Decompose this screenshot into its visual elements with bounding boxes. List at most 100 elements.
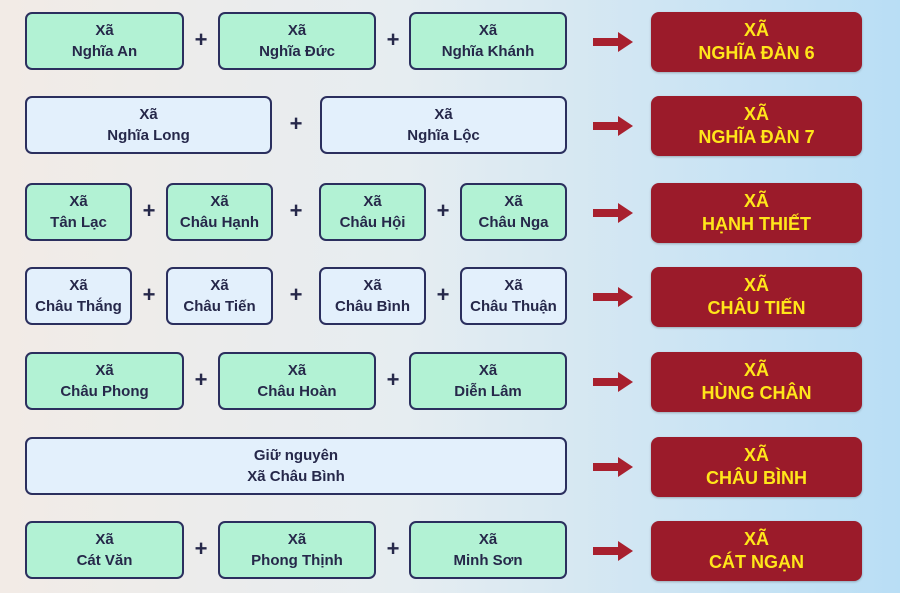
plus-icon: + bbox=[142, 198, 156, 223]
source-commune-box: Xã Châu Tiến bbox=[166, 267, 273, 325]
result-name: NGHĨA ĐÀN 7 bbox=[698, 127, 815, 147]
source-name: Nghĩa Đức bbox=[259, 43, 335, 60]
source-commune-box: Xã Châu Hạnh bbox=[166, 183, 273, 241]
source-name: Diễn Lâm bbox=[454, 383, 522, 400]
source-prefix: Xã bbox=[287, 22, 307, 39]
result-prefix: XÃ bbox=[743, 529, 769, 549]
source-commune-box: Giữ nguyên Xã Châu Bình bbox=[25, 437, 567, 495]
source-name: Xã Châu Bình bbox=[247, 468, 345, 485]
source-commune-box: Xã Nghĩa Long bbox=[25, 96, 272, 154]
result-commune-box: XÃ HÙNG CHÂN bbox=[651, 352, 862, 412]
plus-icon: + bbox=[289, 111, 303, 136]
source-prefix: Xã bbox=[287, 531, 307, 548]
source-prefix: Xã bbox=[504, 277, 523, 294]
source-prefix: Xã bbox=[139, 106, 158, 123]
source-prefix: Xã bbox=[363, 193, 382, 210]
arrow-right-icon bbox=[593, 203, 633, 223]
result-prefix: XÃ bbox=[743, 445, 769, 465]
result-prefix: XÃ bbox=[743, 104, 769, 124]
source-prefix: Xã bbox=[95, 531, 114, 548]
source-prefix: Xã bbox=[478, 362, 498, 379]
source-commune-box: Xã Châu Thuận bbox=[460, 267, 567, 325]
plus-icon: + bbox=[386, 536, 400, 561]
source-name: Châu Phong bbox=[60, 383, 149, 400]
plus-icon: + bbox=[436, 282, 450, 307]
arrow-right-icon bbox=[593, 457, 633, 477]
plus-icon: + bbox=[194, 27, 208, 52]
result-name: HÙNG CHÂN bbox=[701, 383, 812, 403]
source-commune-box: Xã Phong Thịnh bbox=[218, 521, 376, 579]
result-commune-box: XÃ NGHĨA ĐÀN 6 bbox=[651, 12, 862, 72]
source-name: Tân Lạc bbox=[50, 214, 107, 231]
source-commune-box: Xã Minh Sơn bbox=[409, 521, 567, 579]
result-prefix: XÃ bbox=[743, 275, 769, 295]
result-prefix: XÃ bbox=[743, 191, 769, 211]
result-commune-box: XÃ NGHĨA ĐÀN 7 bbox=[651, 96, 862, 156]
merge-row-5: Xã Châu Phong + Xã Châu Hoàn + Xã Diễn L… bbox=[0, 352, 900, 414]
merge-row-2: Xã Nghĩa Long + Xã Nghĩa Lộc XÃ NGHĨA ĐÀ… bbox=[0, 96, 900, 158]
result-name: CÁT NGẠN bbox=[709, 552, 804, 572]
arrow-right-icon bbox=[593, 372, 633, 392]
source-name: Nghĩa Long bbox=[107, 127, 190, 144]
plus-icon: + bbox=[386, 27, 400, 52]
source-name: Châu Thuận bbox=[470, 298, 557, 315]
plus-icon: + bbox=[194, 536, 208, 561]
result-commune-box: XÃ CÁT NGẠN bbox=[651, 521, 862, 581]
source-prefix: Xã bbox=[434, 106, 453, 123]
source-commune-box: Xã Cát Văn bbox=[25, 521, 184, 579]
source-name: Phong Thịnh bbox=[251, 552, 343, 569]
source-name: Minh Sơn bbox=[453, 552, 523, 569]
source-name: Châu Nga bbox=[478, 214, 549, 231]
source-commune-box: Xã Châu Nga bbox=[460, 183, 567, 241]
arrow-right-icon bbox=[593, 116, 633, 136]
source-commune-box: Xã Châu Hoàn bbox=[218, 352, 376, 410]
source-name: Châu Hoàn bbox=[257, 383, 337, 400]
merge-row-3: Xã Tân Lạc + Xã Châu Hạnh + Xã Châu Hội … bbox=[0, 183, 900, 245]
source-name: Cát Văn bbox=[76, 552, 133, 569]
source-name: Châu Bình bbox=[335, 298, 410, 315]
plus-icon: + bbox=[386, 367, 400, 392]
result-commune-box: XÃ HẠNH THIẾT bbox=[651, 183, 862, 243]
source-commune-box: Xã Châu Bình bbox=[319, 267, 426, 325]
source-commune-box: Xã Nghĩa An bbox=[25, 12, 184, 70]
result-name: CHÂU BÌNH bbox=[706, 468, 807, 488]
result-commune-box: XÃ CHÂU BÌNH bbox=[651, 437, 862, 497]
source-prefix: Xã bbox=[210, 193, 229, 210]
plus-icon: + bbox=[289, 282, 303, 307]
source-commune-box: Xã Châu Hội bbox=[319, 183, 426, 241]
plus-icon: + bbox=[194, 367, 208, 392]
source-prefix: Xã bbox=[478, 22, 498, 39]
source-commune-box: Xã Tân Lạc bbox=[25, 183, 132, 241]
source-prefix: Xã bbox=[478, 531, 498, 548]
result-prefix: XÃ bbox=[743, 20, 769, 40]
merge-row-6: Giữ nguyên Xã Châu Bình XÃ CHÂU BÌNH bbox=[0, 437, 900, 499]
source-commune-box: Xã Diễn Lâm bbox=[409, 352, 567, 410]
merge-row-1: Xã Nghĩa An + Xã Nghĩa Đức + Xã Nghĩa Kh… bbox=[0, 12, 900, 74]
plus-icon: + bbox=[289, 198, 303, 223]
source-prefix: Xã bbox=[95, 22, 114, 39]
arrow-right-icon bbox=[593, 541, 633, 561]
source-commune-box: Xã Châu Thắng bbox=[25, 267, 132, 325]
arrow-right-icon bbox=[593, 287, 633, 307]
source-prefix: Xã bbox=[69, 193, 88, 210]
source-prefix: Xã bbox=[287, 362, 307, 379]
source-prefix: Xã bbox=[95, 362, 114, 379]
source-commune-box: Xã Nghĩa Đức bbox=[218, 12, 376, 70]
source-commune-box: Xã Nghĩa Khánh bbox=[409, 12, 567, 70]
plus-icon: + bbox=[436, 198, 450, 223]
source-name: Châu Tiến bbox=[183, 298, 256, 315]
result-prefix: XÃ bbox=[743, 360, 769, 380]
source-name: Châu Hội bbox=[339, 214, 406, 231]
source-name: Châu Thắng bbox=[35, 298, 122, 315]
result-name: HẠNH THIẾT bbox=[702, 214, 811, 234]
source-prefix: Xã bbox=[363, 277, 382, 294]
source-commune-box: Xã Châu Phong bbox=[25, 352, 184, 410]
source-prefix: Giữ nguyên bbox=[253, 447, 339, 464]
result-commune-box: XÃ CHÂU TIẾN bbox=[651, 267, 862, 327]
result-name: CHÂU TIẾN bbox=[707, 298, 806, 318]
plus-icon: + bbox=[142, 282, 156, 307]
merge-row-7: Xã Cát Văn + Xã Phong Thịnh + Xã Minh Sơ… bbox=[0, 521, 900, 583]
merge-row-4: Xã Châu Thắng + Xã Châu Tiến + Xã Châu B… bbox=[0, 267, 900, 329]
source-name: Nghĩa Khánh bbox=[441, 43, 535, 60]
source-name: Nghĩa An bbox=[71, 43, 138, 60]
